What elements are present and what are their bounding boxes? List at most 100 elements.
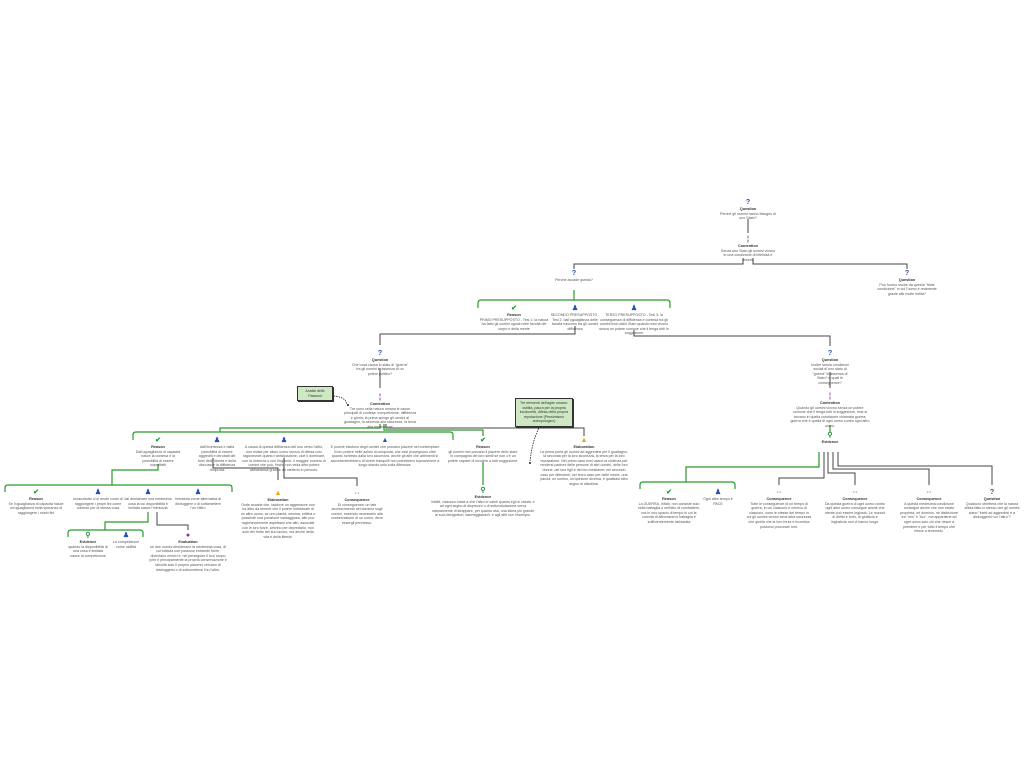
magnifier-icon: ⚲	[480, 487, 486, 494]
node-text: Ogni altro tempo è PACE	[703, 497, 733, 506]
node-bullet[interactable]: ♟dall'incertezza e dalla possibilità di …	[195, 437, 239, 473]
note-passions[interactable]: Analisi delle Passioni	[297, 386, 333, 402]
check-icon: ✔	[511, 305, 517, 312]
node-text: se due uomini desiderano la medesima cos…	[149, 544, 227, 572]
node-bullet[interactable]: ♟Innanzitutto ci si rende conto di raggi…	[71, 489, 126, 511]
node-label: Elaboration	[267, 498, 289, 502]
node-label: Question	[739, 207, 757, 211]
node-text: Inoltre senza condizioni sociali di uno …	[811, 362, 849, 385]
consequence-icon: ⇔	[851, 489, 859, 496]
person-icon: ♟	[630, 305, 638, 312]
node-drop[interactable]: ▲E poiché esistono degli uomini che prov…	[330, 437, 440, 468]
node-label: Evaluation	[178, 540, 198, 544]
person-icon: ♟	[571, 305, 579, 312]
question-icon: ?	[377, 350, 383, 357]
node-label: Consequence	[916, 497, 942, 501]
question-icon: ?	[989, 489, 995, 496]
node-text: Se l'uguaglianza di capacità nasce un'ug…	[8, 501, 64, 515]
node-bullet[interactable]: ♟Ogni altro tempo è PACE	[703, 489, 733, 506]
note-human-action[interactable]: Tre elementi dell'agire umano: ostilità,…	[515, 398, 573, 427]
check-icon: ✔	[33, 489, 39, 496]
node-text: Senza uno Stato gli uomini vivono in una…	[720, 248, 776, 262]
drop-icon: ▲	[381, 437, 389, 444]
node-text: Di conseguenza: un tale accrescimento de…	[331, 502, 383, 525]
question-icon: ?	[571, 270, 577, 277]
node-evidence[interactable]: ⚲Evidence	[815, 432, 845, 445]
node-text: TERZO PRESUPPOSTO - Tesi 3: la conseguen…	[599, 313, 669, 336]
person-icon: ♟	[94, 489, 102, 496]
node-text: La competizione come ostilità	[112, 540, 140, 549]
person-icon: ♟	[213, 437, 221, 444]
elaboration-icon: ▲	[580, 437, 588, 444]
node-text: E poiché esistono degli uomini che prova…	[330, 445, 440, 468]
contention-icon: ¦	[379, 394, 381, 401]
node-text: Dall'uguaglianza di capacità nasce la co…	[135, 449, 181, 468]
question-icon: ?	[827, 350, 833, 357]
node-text: Tutte le conseguenze di un tempo di guer…	[746, 501, 812, 529]
node-text: Perché accade questo?	[555, 278, 593, 282]
node-text: Da questa guerra di ogni uomo contro ogn…	[824, 501, 886, 524]
check-icon: ✔	[666, 489, 672, 496]
node-text: La GUERRA, infatti, non consiste solo ne…	[637, 501, 701, 524]
node-label: Question	[983, 497, 1001, 501]
node-label: Reason	[29, 497, 43, 501]
elaboration-icon: ▲	[274, 490, 282, 497]
person-icon: ♟	[714, 489, 722, 496]
node-label: Reason	[151, 445, 165, 449]
node-label: Reason	[507, 313, 521, 317]
person-icon: ♟	[280, 437, 288, 444]
node-bullet[interactable]: ♟SECONDO PRESUPPOSTO - Tesi 2: dall'ugua…	[550, 305, 600, 331]
node-bullet[interactable]: ♟dal desiderare una medesima cosa la cui…	[123, 489, 173, 511]
node-label: Reason	[476, 445, 490, 449]
person-icon: ♟	[194, 489, 202, 496]
node-bullet[interactable]: ♟A causa di questa diffidenza dell'uno v…	[242, 437, 327, 473]
consequence-icon: ⇔	[925, 489, 933, 496]
node-label: Contention	[819, 401, 841, 405]
check-icon: ✔	[155, 437, 161, 444]
node-label: Evidence	[79, 540, 97, 544]
node-text: Innanzitutto ci si rende conto di raggiu…	[73, 497, 123, 511]
node-label: Contention	[737, 244, 759, 248]
node-bullet[interactable]: ♟Inimicizia come alternativa di distrugg…	[174, 489, 222, 511]
node-label: Question	[371, 358, 389, 362]
node-bullet[interactable]: ♟TERZO PRESUPPOSTO - Tesi 3: la consegue…	[599, 305, 669, 336]
node-text: SECONDO PRESUPPOSTO - Tesi 2: dall'uguag…	[550, 313, 600, 331]
node-text: Onde accade che, laddove un aggressore n…	[240, 502, 316, 539]
node-label: Consequence	[842, 497, 868, 501]
node-text: Inimicizia come alternativa di distrugge…	[175, 497, 221, 511]
node-text: Infatti, ciascuno bada a che l'altro lo …	[431, 499, 535, 518]
question-icon: ?	[745, 199, 751, 206]
person-icon: ♟	[144, 489, 152, 496]
node-label: Elaboration	[573, 445, 595, 449]
node-bullet[interactable]: ♟La competizione come ostilità	[110, 532, 142, 549]
node-text: Perché gli uomini hanno bisogno di uno S…	[720, 211, 776, 221]
node-label: Question	[821, 358, 839, 362]
node-question[interactable]: ?Perché accade questo?	[554, 270, 594, 283]
node-text: dal desiderare una medesima cosa la cui …	[124, 497, 172, 511]
magnifier-icon: ⚲	[827, 432, 833, 439]
node-label: Evidence	[821, 440, 839, 444]
